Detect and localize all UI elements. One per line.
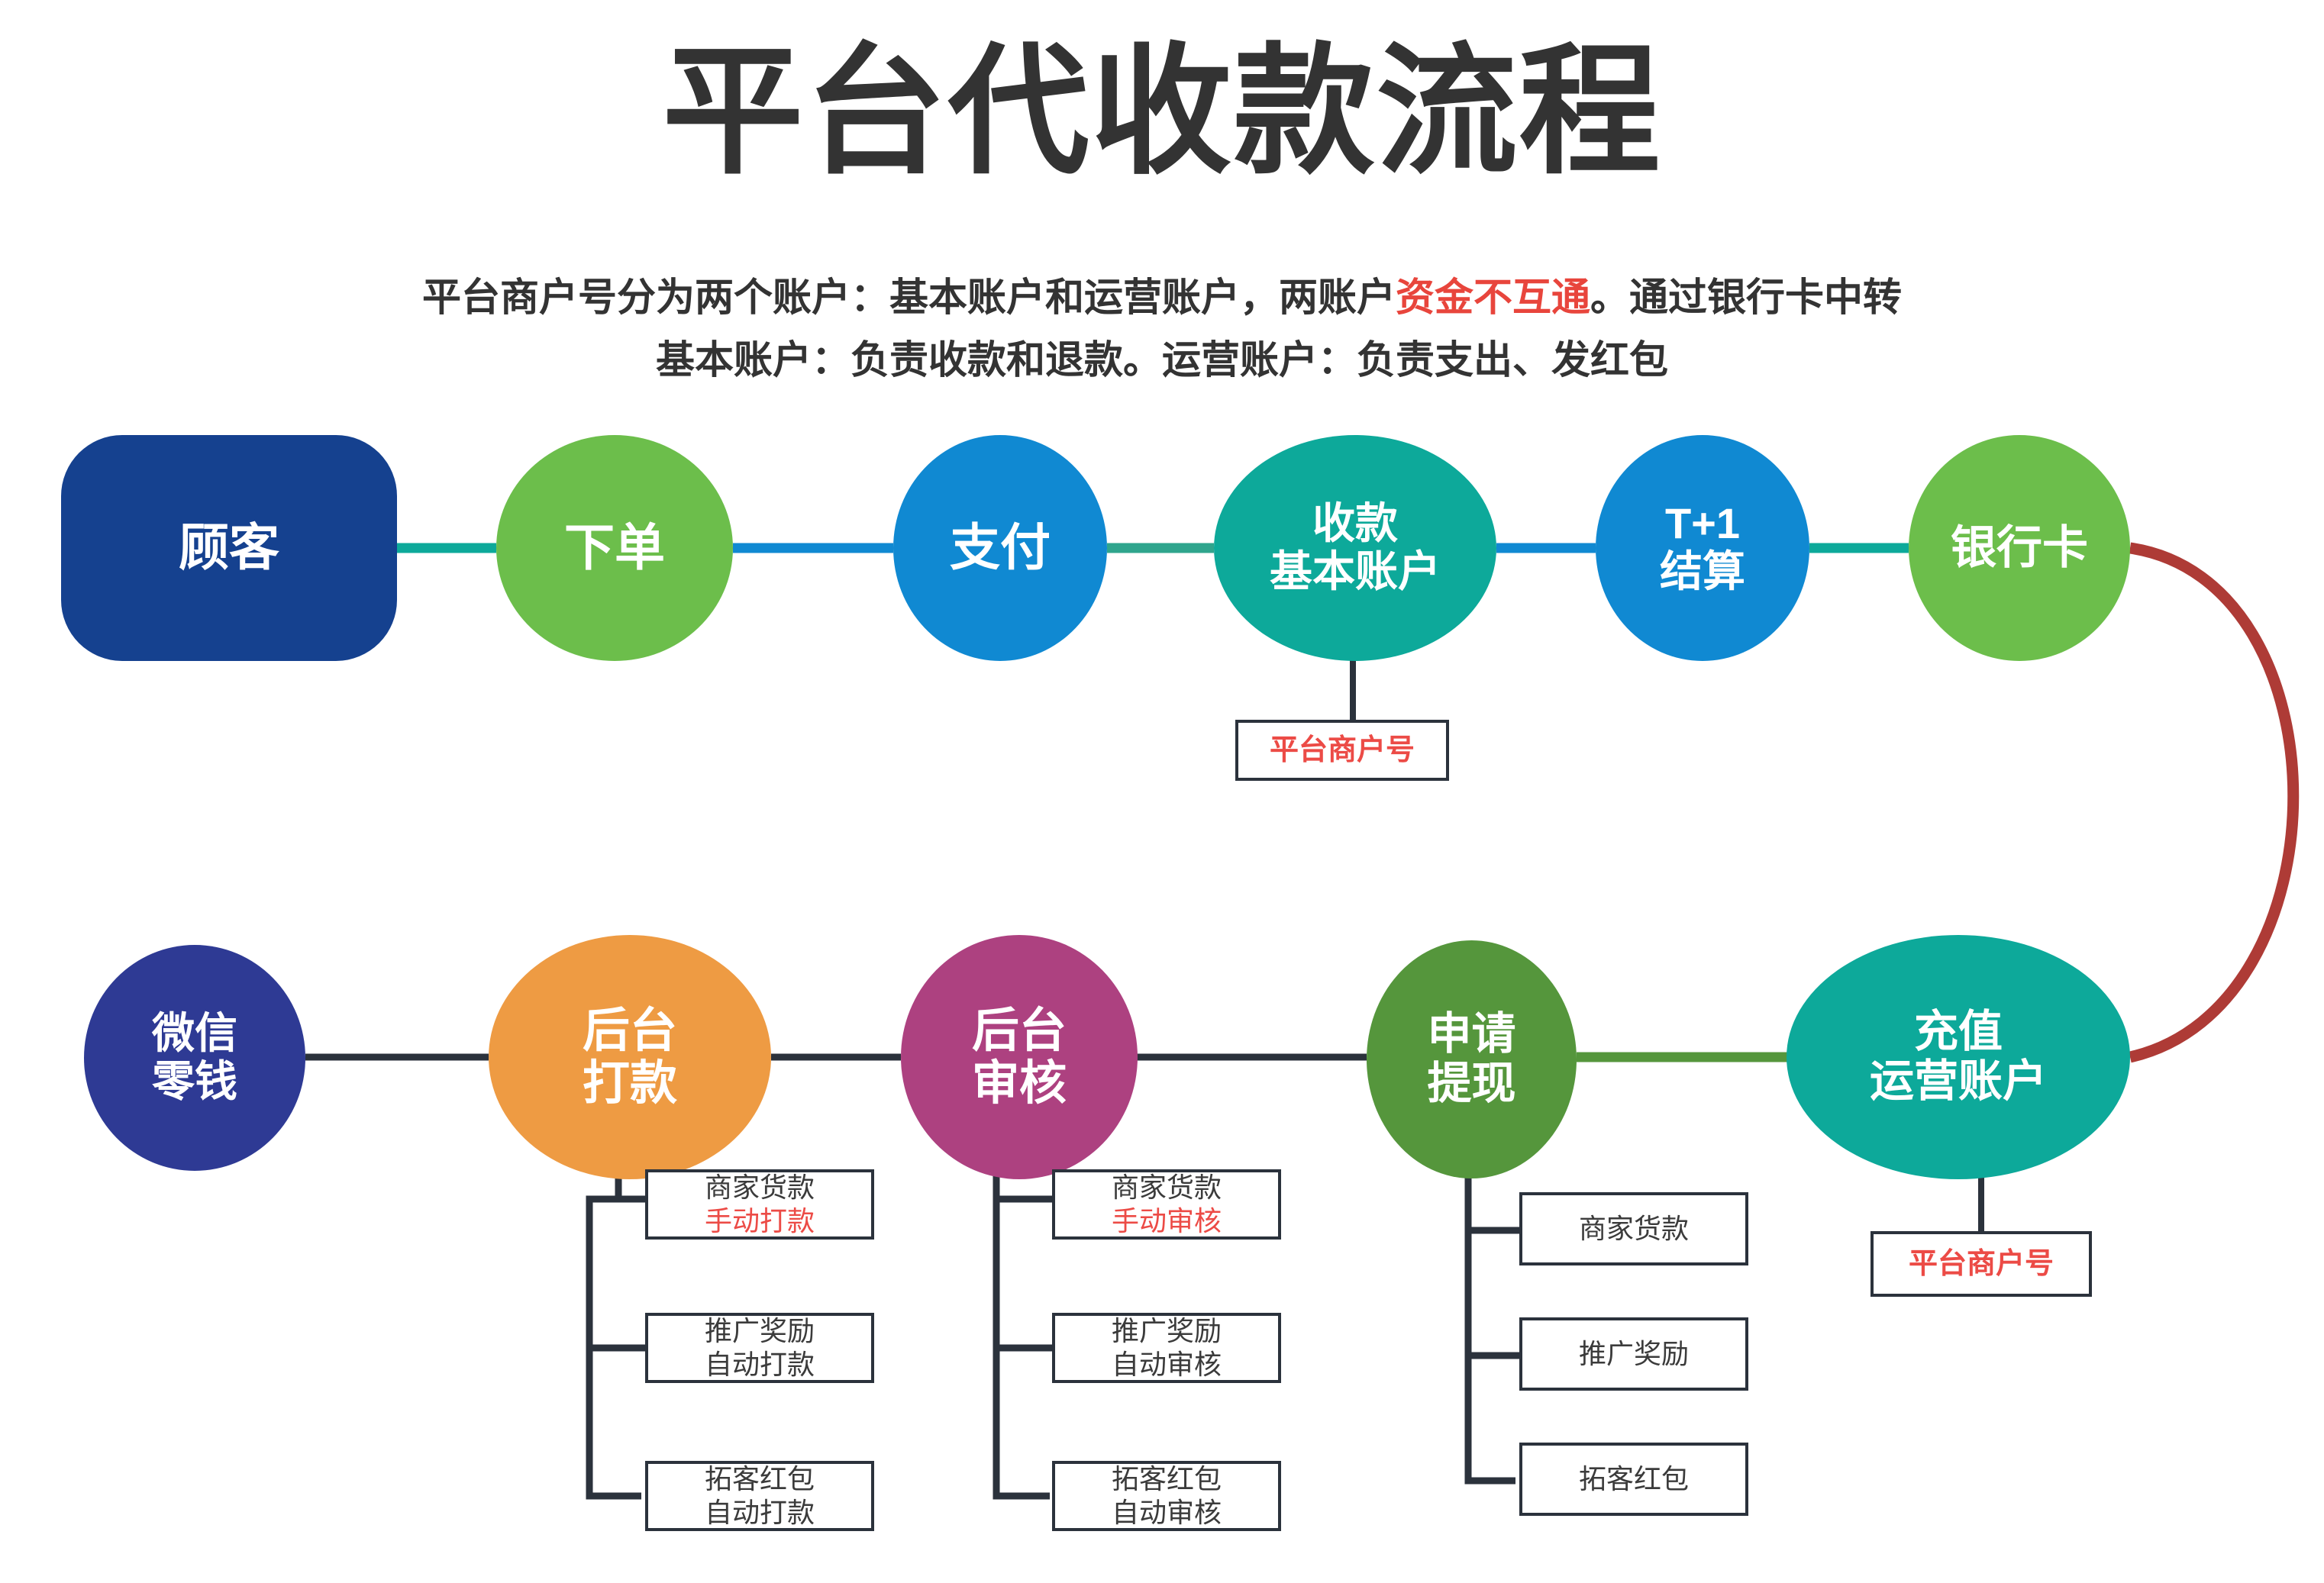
node-customer[interactable]: 顾客 bbox=[61, 435, 397, 661]
node-pay[interactable]: 支付 bbox=[893, 435, 1107, 661]
node-backend-review[interactable]: 后台 审核 bbox=[901, 935, 1138, 1179]
branch-box-payout-3: 拓客红包 自动打款 bbox=[645, 1461, 874, 1531]
node-settlement-label-line1: T+1 bbox=[1664, 499, 1741, 548]
branch-box-payout-3-line2: 自动打款 bbox=[704, 1497, 815, 1528]
tag-merchant-id-top: 平台商户号 bbox=[1235, 720, 1449, 781]
node-order-label: 下单 bbox=[564, 519, 665, 576]
branch-box-payout-3-line1: 拓客红包 bbox=[704, 1463, 815, 1495]
tag-merchant-id-bottom: 平台商户号 bbox=[1870, 1231, 2092, 1297]
node-topup-label-line1: 充值 bbox=[1913, 1007, 2003, 1057]
node-order[interactable]: 下单 bbox=[496, 435, 733, 661]
node-pay-label: 支付 bbox=[950, 519, 1051, 576]
node-topup-operating-account[interactable]: 充值 运营账户 bbox=[1787, 935, 2130, 1179]
subtitle-line-2: 基本账户：负责收款和退款。运营账户：负责支出、发红包 bbox=[655, 338, 1668, 382]
node-bankcard[interactable]: 银行卡 bbox=[1909, 435, 2130, 661]
branch-spine-payout bbox=[586, 1137, 641, 1500]
branch-box-withdraw-2-label: 推广奖励 bbox=[1578, 1338, 1689, 1370]
node-wechat-label-line2: 零钱 bbox=[152, 1057, 237, 1105]
branch-box-review-3: 拓客红包 自动审核 bbox=[1052, 1461, 1281, 1531]
node-bankcard-label: 银行卡 bbox=[1951, 522, 2088, 574]
branch-box-review-2: 推广奖励 自动审核 bbox=[1052, 1313, 1281, 1383]
tag-merchant-id-top-label: 平台商户号 bbox=[1269, 733, 1415, 766]
link-bank-topup-arc bbox=[2129, 542, 2300, 1063]
branch-spine-withdraw bbox=[1464, 1141, 1515, 1485]
branch-box-payout-2-line2: 自动打款 bbox=[704, 1349, 815, 1380]
branch-box-withdraw-2: 推广奖励 bbox=[1519, 1317, 1748, 1391]
branch-box-payout-1: 商家货款 手动打款 bbox=[645, 1169, 874, 1240]
branch-box-payout-2-line1: 推广奖励 bbox=[704, 1315, 815, 1347]
branch-box-review-1-line2: 手动审核 bbox=[1111, 1205, 1222, 1236]
node-collect-label-line2: 基本账户 bbox=[1270, 547, 1441, 595]
branch-box-review-3-line2: 自动审核 bbox=[1111, 1497, 1222, 1528]
node-review-label-line2: 审核 bbox=[971, 1057, 1067, 1110]
branch-box-withdraw-3: 拓客红包 bbox=[1519, 1443, 1748, 1516]
branch-box-payout-1-line1: 商家货款 bbox=[704, 1172, 815, 1204]
subtitle-highlight: 资金不互通 bbox=[1395, 276, 1590, 319]
node-wechat-wallet[interactable]: 微信 零钱 bbox=[84, 945, 305, 1171]
node-collect-basic-account[interactable]: 收款 基本账户 bbox=[1214, 435, 1496, 661]
branch-box-withdraw-1-label: 商家货款 bbox=[1578, 1213, 1689, 1245]
branch-box-review-3-line1: 拓客红包 bbox=[1111, 1463, 1222, 1495]
node-review-label-line1: 后台 bbox=[971, 1004, 1067, 1057]
subtitle-line-1-part-b: 。通过银行卡中转 bbox=[1590, 276, 1903, 319]
node-collect-label-line1: 收款 bbox=[1312, 499, 1398, 548]
node-topup-label-line2: 运营账户 bbox=[1869, 1056, 2047, 1106]
node-backend-payout[interactable]: 后台 打款 bbox=[489, 935, 771, 1179]
subtitle-line-1-part-a: 平台商户号分为两个账户：基本账户和运营账户，两账户 bbox=[421, 276, 1396, 319]
branch-box-withdraw-1: 商家货款 bbox=[1519, 1192, 1748, 1265]
branch-spine-review bbox=[993, 1137, 1050, 1500]
branch-box-review-2-line1: 推广奖励 bbox=[1111, 1315, 1222, 1347]
tag-merchant-id-bottom-label: 平台商户号 bbox=[1908, 1247, 2054, 1280]
node-settlement-label-line2: 结算 bbox=[1660, 547, 1745, 595]
branch-box-payout-1-line2: 手动打款 bbox=[704, 1205, 815, 1236]
branch-box-review-2-line2: 自动审核 bbox=[1111, 1349, 1222, 1380]
node-withdraw-label-line2: 提现 bbox=[1427, 1059, 1516, 1108]
branch-box-review-1-line1: 商家货款 bbox=[1111, 1172, 1222, 1204]
branch-box-withdraw-3-label: 拓客红包 bbox=[1578, 1463, 1689, 1495]
node-wechat-label-line1: 微信 bbox=[152, 1009, 237, 1058]
page-title: 平台代收款流程 bbox=[662, 34, 1662, 191]
branch-box-review-1: 商家货款 手动审核 bbox=[1052, 1169, 1281, 1240]
node-withdraw-request[interactable]: 申请 提现 bbox=[1367, 940, 1577, 1178]
node-payout-label-line2: 打款 bbox=[582, 1057, 677, 1110]
node-withdraw-label-line1: 申请 bbox=[1427, 1009, 1516, 1059]
node-payout-label-line1: 后台 bbox=[582, 1004, 677, 1057]
node-settlement[interactable]: T+1 结算 bbox=[1596, 435, 1809, 661]
subtitle-line-1: 平台商户号分为两个账户：基本账户和运营账户，两账户资金不互通。通过银行卡中转 bbox=[0, 273, 2324, 322]
node-customer-label: 顾客 bbox=[179, 519, 279, 576]
branch-box-payout-2: 推广奖励 自动打款 bbox=[645, 1313, 874, 1383]
